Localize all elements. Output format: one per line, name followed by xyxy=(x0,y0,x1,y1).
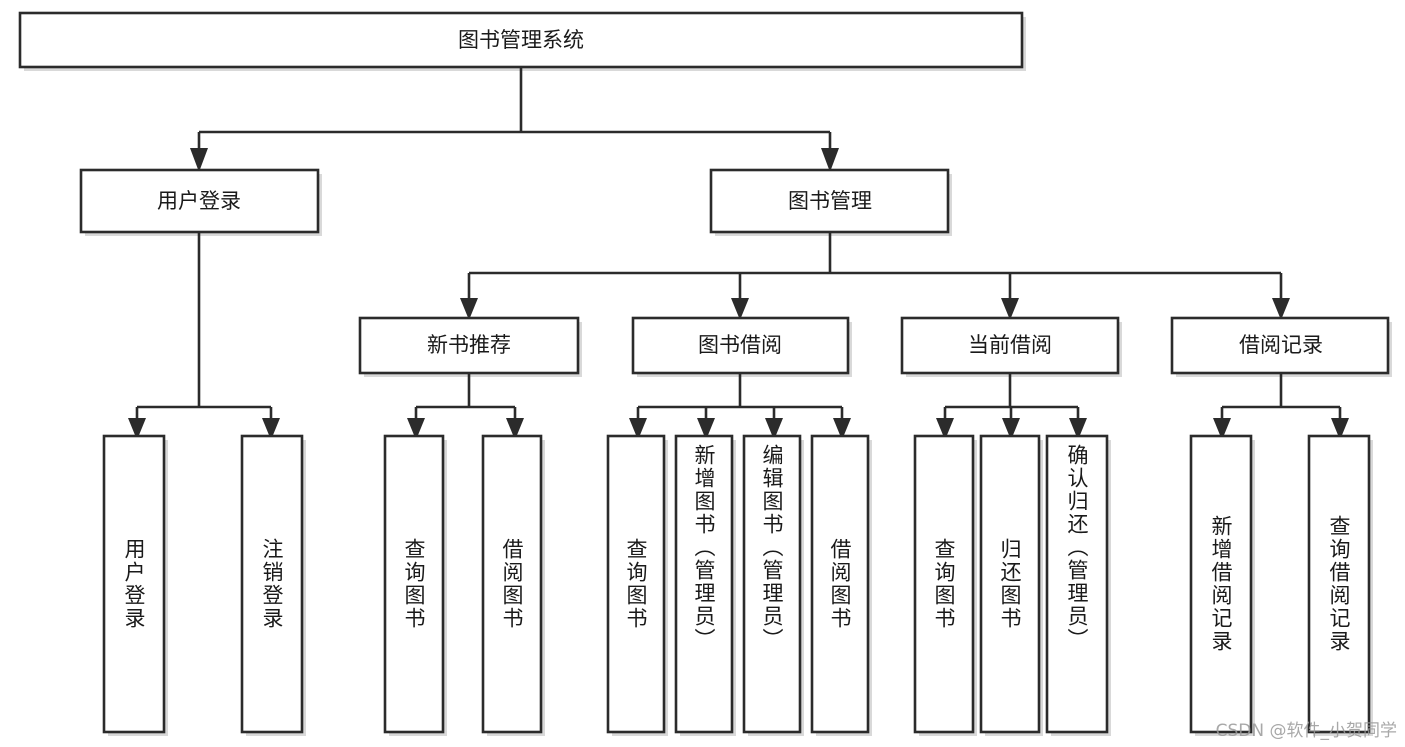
arrow-icon-new-book-recommend xyxy=(460,298,478,320)
node-leaf-add-record[interactable] xyxy=(1189,434,1253,734)
node-leaf-user-login[interactable] xyxy=(102,434,166,734)
arrow-icon-leaf-2 xyxy=(262,418,280,440)
node-user-login-label: 用户登录 xyxy=(157,189,241,213)
arrow-icon-leaf-10 xyxy=(1002,418,1020,440)
node-borrow-record-label: 借阅记录 xyxy=(1239,333,1323,357)
arrow-icon-leaf-5 xyxy=(629,418,647,440)
node-leaf-query-book-2[interactable] xyxy=(606,434,666,734)
node-leaf-edit-book[interactable] xyxy=(742,434,802,734)
connector-lines xyxy=(135,67,1342,420)
node-current-borrow[interactable] xyxy=(900,316,1120,375)
arrow-icon-leaf-3 xyxy=(407,418,425,440)
node-leaf-borrow-book-1[interactable] xyxy=(481,434,543,734)
node-leaf-query-book-1[interactable] xyxy=(383,434,445,734)
arrow-icon-leaf-11 xyxy=(1069,418,1087,440)
arrow-icon-leaf-7 xyxy=(765,418,783,440)
arrow-icon-borrow-record xyxy=(1272,298,1290,320)
node-leaf-return-book[interactable] xyxy=(979,434,1041,734)
node-borrow-record[interactable] xyxy=(1170,316,1390,375)
arrow-icon-leaf-12 xyxy=(1213,418,1231,440)
node-leaf-borrow-book-2[interactable] xyxy=(810,434,870,734)
node-new-book-recommend-label: 新书推荐 xyxy=(427,333,511,357)
node-boxes: 图书管理系统 用户登录 图书管理 新书推荐 图书借阅 当前借阅 借阅记录 xyxy=(18,11,1390,375)
arrow-icon-leaf-8 xyxy=(833,418,851,440)
node-book-management[interactable] xyxy=(709,168,950,234)
csdn-watermark: CSDN @软件_小贺同学 xyxy=(1215,721,1397,741)
node-root[interactable] xyxy=(18,11,1024,69)
arrow-icon-book-borrow xyxy=(731,298,749,320)
node-book-borrow-label: 图书借阅 xyxy=(698,333,782,357)
arrow-icon-leaf-6 xyxy=(697,418,715,440)
arrow-icon-current-borrow xyxy=(1001,298,1019,320)
leaf-boxes xyxy=(102,434,1371,734)
node-root-label: 图书管理系统 xyxy=(458,28,584,52)
node-leaf-confirm-return[interactable] xyxy=(1045,434,1109,734)
arrow-icon-leaf-4 xyxy=(506,418,524,440)
node-current-borrow-label: 当前借阅 xyxy=(968,333,1052,357)
node-leaf-add-book[interactable] xyxy=(674,434,734,734)
node-new-book-recommend[interactable] xyxy=(358,316,580,375)
arrow-icon-leaf-1 xyxy=(128,418,146,440)
node-user-login[interactable] xyxy=(79,168,320,234)
arrow-heads xyxy=(128,148,1349,440)
node-book-borrow[interactable] xyxy=(631,316,850,375)
arrow-icon-user-login xyxy=(190,148,208,172)
arrow-icon-leaf-13 xyxy=(1331,418,1349,440)
node-leaf-logout-login[interactable] xyxy=(240,434,304,734)
node-book-management-label: 图书管理 xyxy=(788,189,872,213)
node-leaf-query-record[interactable] xyxy=(1307,434,1371,734)
arrow-icon-book-management xyxy=(821,148,839,172)
arrow-icon-leaf-9 xyxy=(936,418,954,440)
node-leaf-query-book-3[interactable] xyxy=(913,434,975,734)
